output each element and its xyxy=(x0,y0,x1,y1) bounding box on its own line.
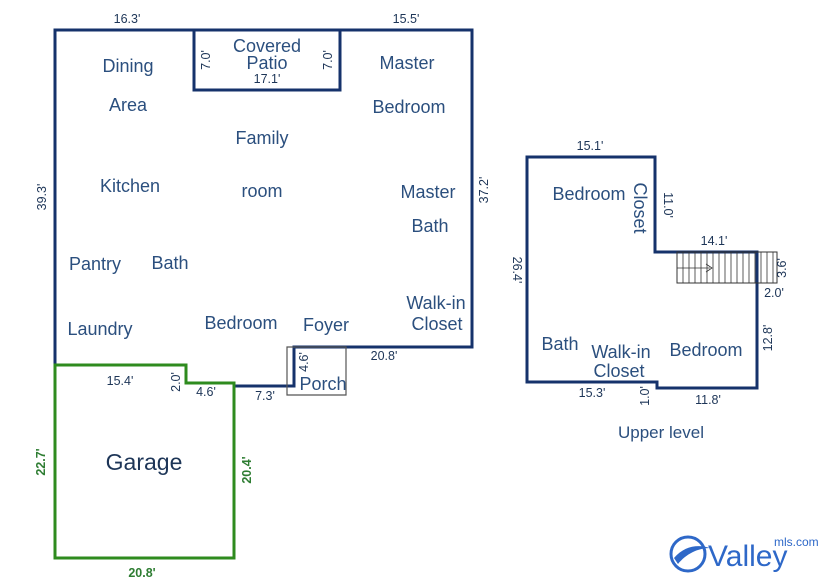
room-foyer-label: Foyer xyxy=(303,315,349,335)
room-master-label: Master xyxy=(379,53,434,73)
upper-dim-top: 15.1' xyxy=(577,139,604,153)
logo-word: Valley xyxy=(708,540,787,573)
upper-dim-jog: 2.0' xyxy=(764,286,784,300)
room-bath-master-label: Bath xyxy=(411,216,448,236)
room-master-bedroom-label: Bedroom xyxy=(372,97,445,117)
room-pantry-label: Pantry xyxy=(69,254,121,274)
room-walkin-label: Walk-in xyxy=(406,293,465,313)
upper-bath-label: Bath xyxy=(541,334,578,354)
room-dining-label: Dining xyxy=(102,56,153,76)
dim-left: 39.3' xyxy=(35,184,49,211)
upper-floor-outline xyxy=(525,155,759,390)
dim-foyer-jog: 4.6' xyxy=(297,352,311,372)
dim-patio-left: 7.0' xyxy=(199,50,213,70)
upper-bedroom1-label: Bedroom xyxy=(552,184,625,204)
upper-closet-label: Closet xyxy=(593,361,644,381)
upper-walkin-label: Walk-in xyxy=(591,342,650,362)
room-family-label: Family xyxy=(236,128,289,148)
room-patio-label: Patio xyxy=(246,53,287,73)
dim-garage-top: 15.4' xyxy=(107,374,134,388)
logo-swoosh-icon xyxy=(669,535,710,573)
upper-level-label: Upper level xyxy=(618,423,704,442)
room-area-label: Area xyxy=(109,95,148,115)
room-covered-label: Covered xyxy=(233,36,301,56)
upper-bedroom2-label: Bedroom xyxy=(669,340,742,360)
room-laundry-label: Laundry xyxy=(67,319,132,339)
upper-dim-closet: 11.0' xyxy=(661,192,675,218)
room-master-bath-label: Master xyxy=(400,182,455,202)
dim-patio-width: 17.1' xyxy=(254,72,281,86)
stairs-icon xyxy=(676,251,778,284)
upper-dim-step: 1.0' xyxy=(638,386,652,406)
upper-dim-stair-depth: 3.6' xyxy=(775,258,789,278)
room-bedroom-label: Bedroom xyxy=(204,313,277,333)
dim-right: 37.2' xyxy=(477,177,491,204)
room-garage-label: Garage xyxy=(106,449,183,475)
upper-dim-bottom-left: 15.3' xyxy=(579,386,606,400)
room-room-label: room xyxy=(241,181,282,201)
dim-garage-left: 22.7' xyxy=(34,448,48,475)
upper-closet-vertical-label: Closet xyxy=(630,182,650,233)
room-bath-label: Bath xyxy=(151,253,188,273)
dim-step-46: 4.6' xyxy=(196,385,216,399)
valleymls-logo: Valley mls.com xyxy=(669,535,819,573)
dim-garage-bottom: 20.8' xyxy=(128,566,155,580)
upper-dim-left: 26.4' xyxy=(510,257,524,284)
room-porch-label: Porch xyxy=(299,374,346,394)
porch-outline xyxy=(286,346,347,396)
dim-top-left: 16.3' xyxy=(114,12,141,26)
dim-garage-right: 20.4' xyxy=(240,456,254,483)
room-kitchen-label: Kitchen xyxy=(100,176,160,196)
logo-mls-suffix: mls.com xyxy=(774,535,819,549)
room-closet-label: Closet xyxy=(411,314,462,334)
dim-bottom-mid: 7.3' xyxy=(255,389,275,403)
garage-outline xyxy=(53,363,236,560)
dim-top-right: 15.5' xyxy=(393,12,420,26)
upper-dim-stair-width: 14.1' xyxy=(701,234,728,248)
upper-dim-bottom-right: 11.8' xyxy=(695,393,721,407)
dim-bottom-right: 20.8' xyxy=(371,349,398,363)
upper-dim-right: 12.8' xyxy=(761,325,775,352)
dim-patio-right: 7.0' xyxy=(321,50,335,70)
dim-step-2: 2.0' xyxy=(169,372,183,392)
